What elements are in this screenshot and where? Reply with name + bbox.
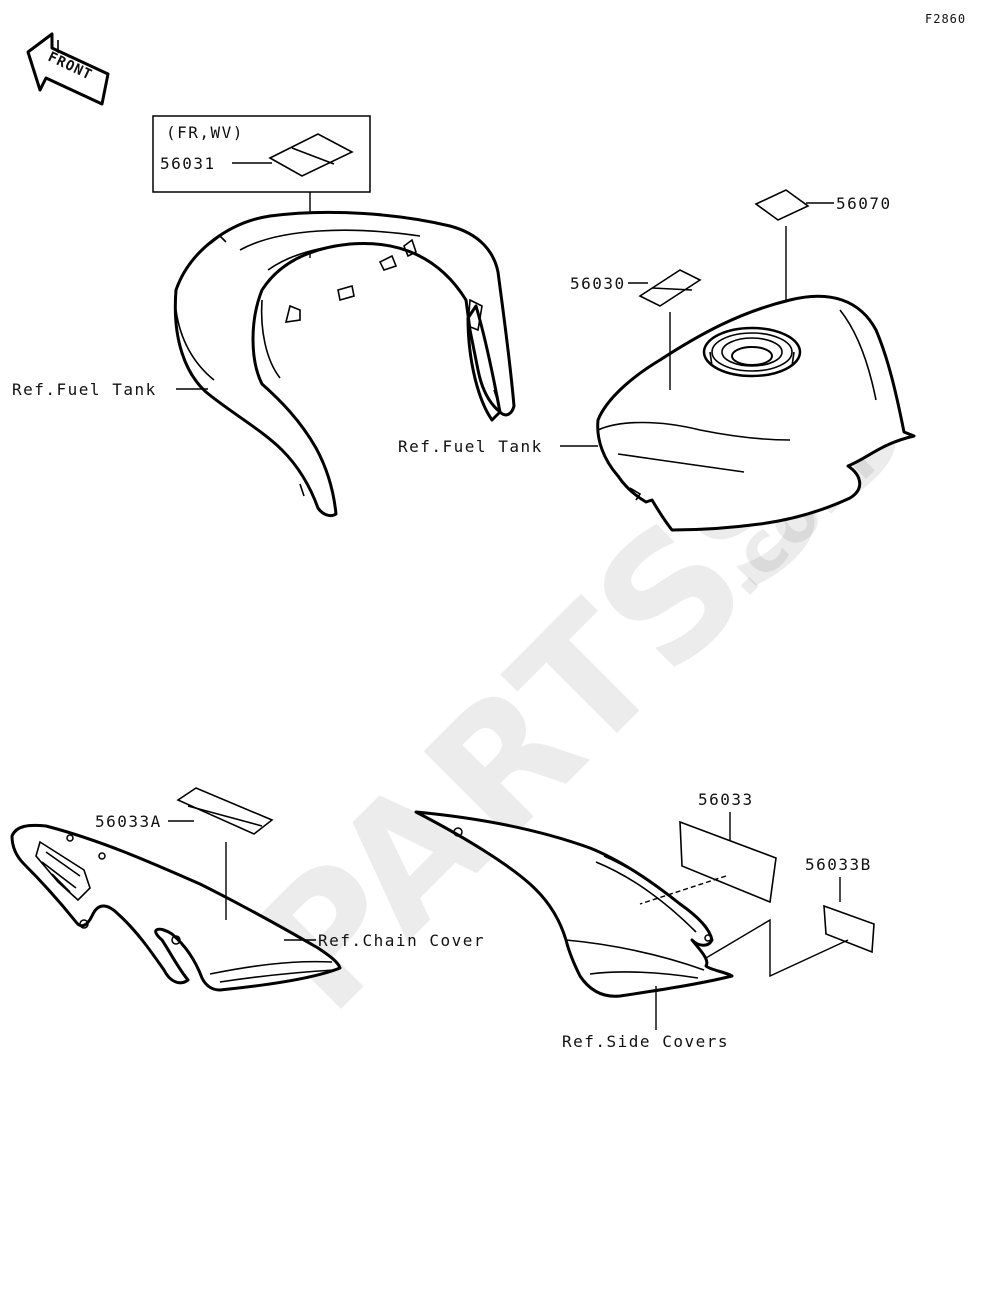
fuel-tank-icon [596, 294, 916, 532]
decal-icon [176, 787, 274, 835]
decal-icon [823, 904, 875, 954]
seat-cover-icon [173, 210, 516, 518]
ref-fuel-tank-right-label: Ref.Fuel Tank [398, 437, 543, 456]
ref-side-covers-label: Ref.Side Covers [562, 1032, 729, 1051]
decal-icon [679, 820, 777, 904]
ref-chain-cover-label: Ref.Chain Cover [318, 931, 485, 950]
chain-cover-icon [10, 823, 342, 992]
decal-icon [638, 269, 702, 307]
label-56070: 56070 [836, 194, 892, 213]
ref-fuel-tank-left-label: Ref.Fuel Tank [12, 380, 157, 399]
label-56033: 56033 [698, 790, 754, 809]
callout-part-number: 56031 [160, 154, 216, 173]
label-56030: 56030 [570, 274, 626, 293]
label-56033A: 56033A [95, 812, 162, 831]
label-56033B: 56033B [805, 855, 872, 874]
side-cover-icon [414, 810, 734, 998]
callout-box: (FR,WV) 56031 [152, 115, 371, 258]
callout-variant: (FR,WV) [166, 123, 244, 142]
figure-code: F2860 [925, 12, 966, 26]
front-arrow-icon: FRONT [26, 32, 110, 106]
decal-icon [754, 189, 810, 221]
